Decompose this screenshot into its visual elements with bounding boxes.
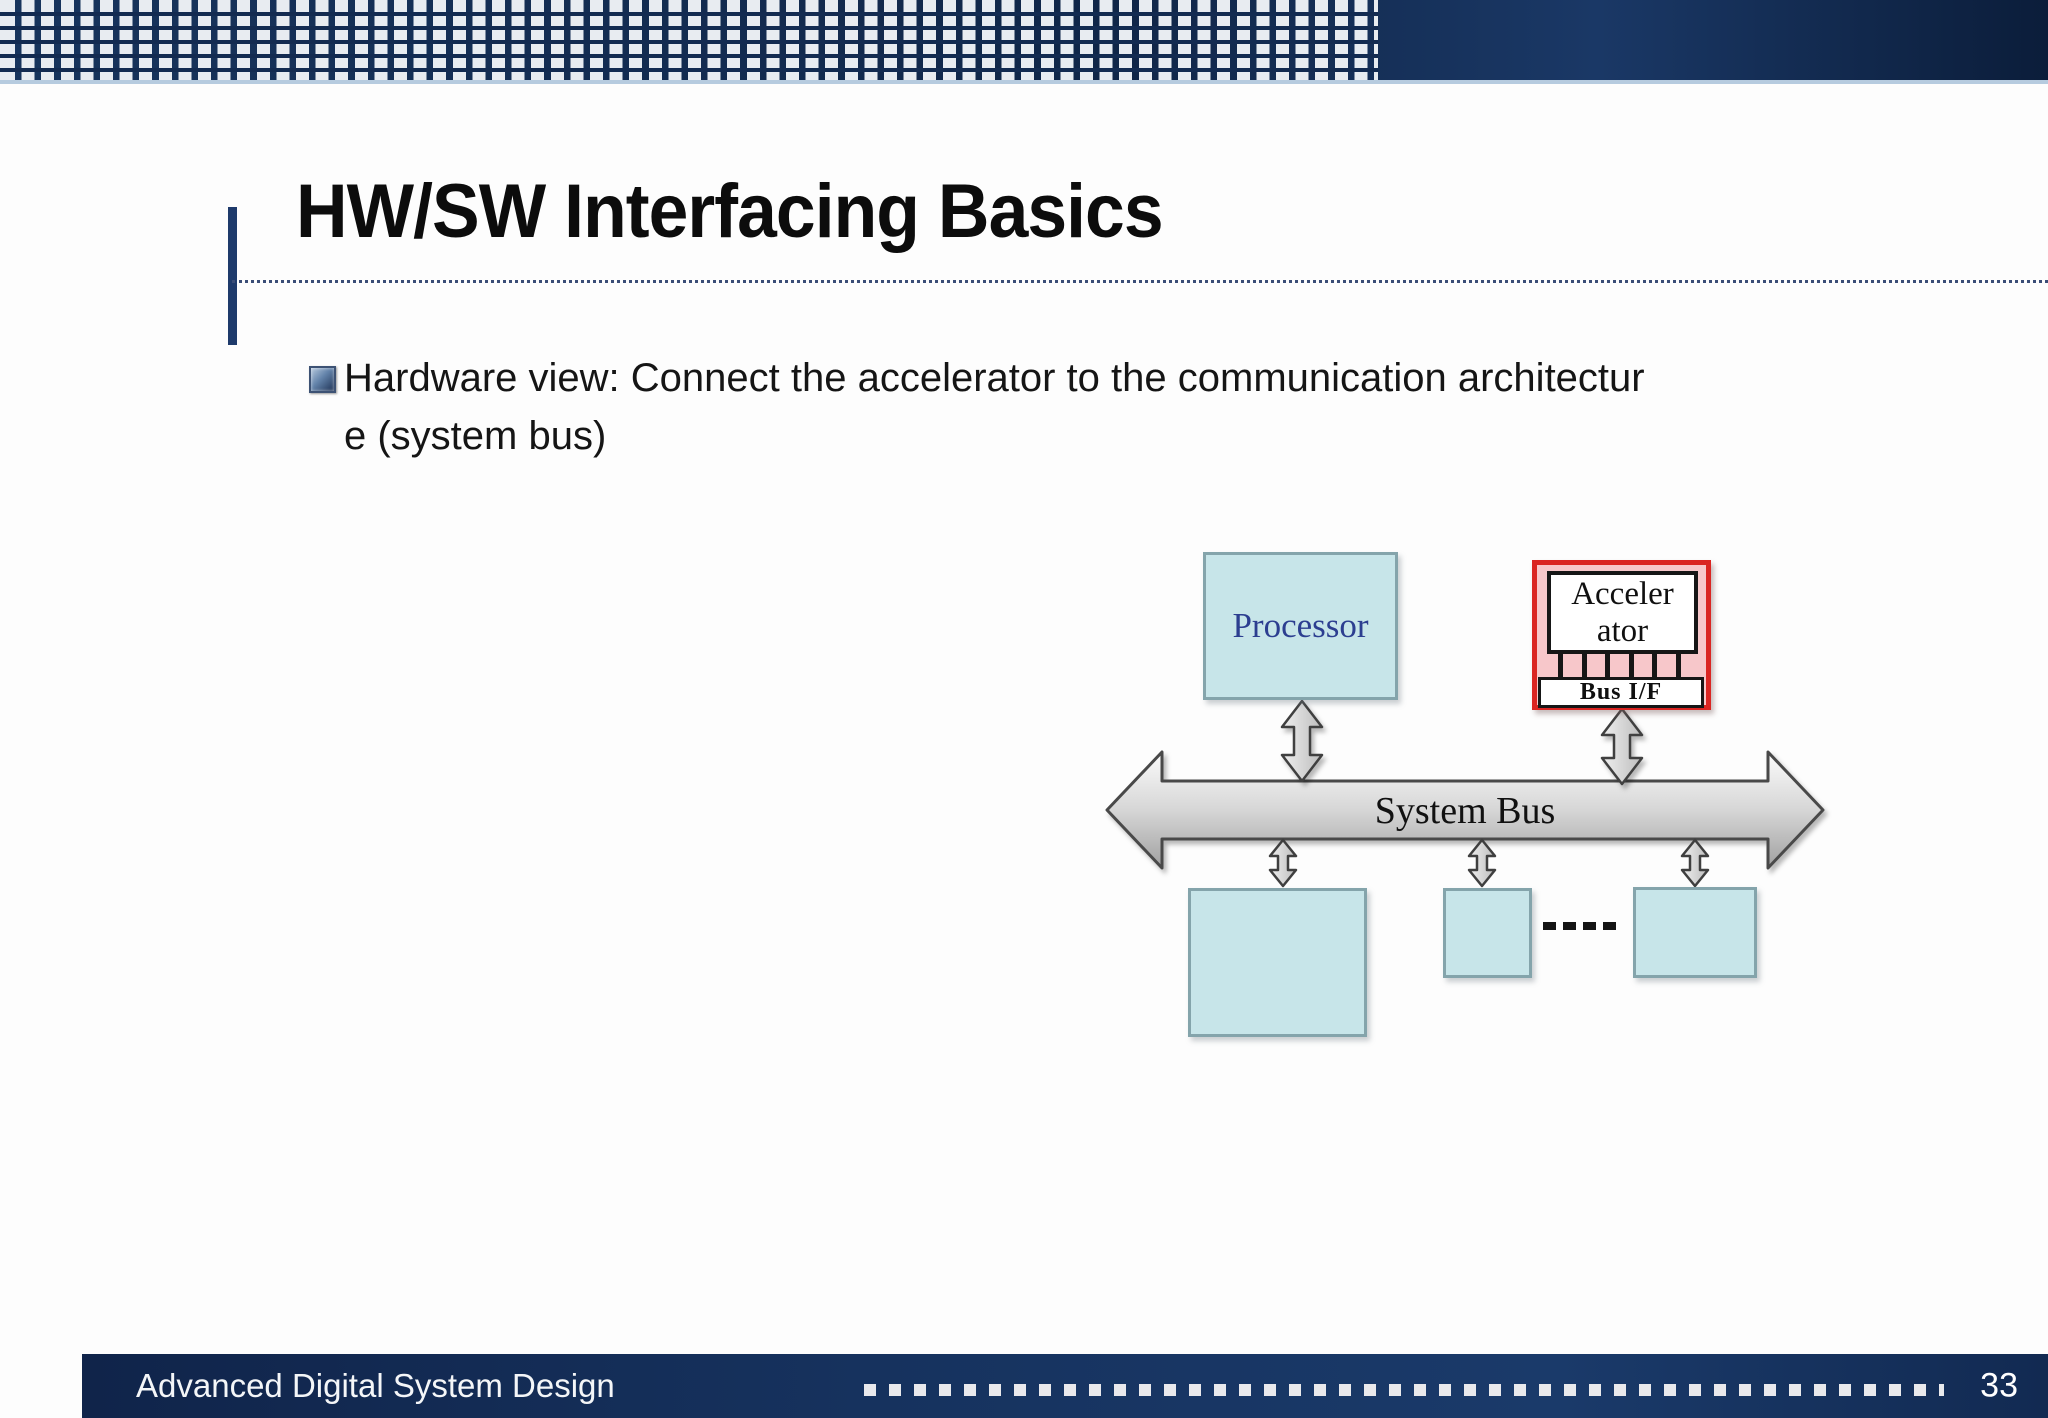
arrow-processor-bus (1280, 699, 1324, 783)
module-box-small (1443, 888, 1532, 978)
footer-dotted-divider (864, 1384, 1944, 1396)
banner-grid-pattern (0, 0, 1378, 80)
accelerator-core-box: Acceler ator (1547, 571, 1698, 654)
ellipsis-dashes (1543, 922, 1617, 930)
banner-edge-line (0, 80, 2048, 84)
accelerator-pin (1652, 651, 1657, 681)
module-box-right (1633, 887, 1757, 978)
bullet-text-line1: Hardware view: Connect the accelerator t… (344, 356, 1645, 400)
title-accent-bar (228, 207, 237, 345)
accelerator-pin (1629, 651, 1634, 681)
page-title: HW/SW Interfacing Basics (296, 169, 1164, 254)
top-banner (0, 0, 2048, 84)
footer-course-label: Advanced Digital System Design (136, 1367, 615, 1404)
footer-page-number: 33 (1980, 1366, 2018, 1405)
processor-label: Processor (1232, 606, 1369, 645)
arrow-accelerator-bus (1600, 707, 1644, 786)
accelerator-pin (1582, 651, 1587, 681)
bus-if-label: Bus I/F (1579, 679, 1663, 705)
arrow-bus-module-1 (1268, 838, 1298, 888)
bus-interface-box: Bus I/F (1538, 677, 1704, 708)
bullet-text: Hardware view: Connect the accelerator t… (344, 349, 1964, 465)
arrow-bus-module-3 (1680, 838, 1710, 888)
title-dotted-rule (232, 280, 2048, 283)
system-bus-label: System Bus (1374, 790, 1556, 832)
module-box-large (1188, 888, 1367, 1037)
bullet-text-line2: e (system bus) (344, 414, 607, 458)
bullet-square-icon (309, 366, 336, 393)
accelerator-pin (1676, 651, 1681, 681)
arrow-bus-module-2 (1467, 838, 1497, 888)
accelerator-label-line2: ator (1596, 612, 1649, 649)
accelerator-label-line1: Acceler (1571, 575, 1674, 612)
footer-bar: Advanced Digital System Design 33 (82, 1354, 2048, 1418)
processor-box: Processor (1203, 552, 1398, 700)
accelerator-pin (1558, 651, 1563, 681)
accelerator-pin (1605, 651, 1610, 681)
